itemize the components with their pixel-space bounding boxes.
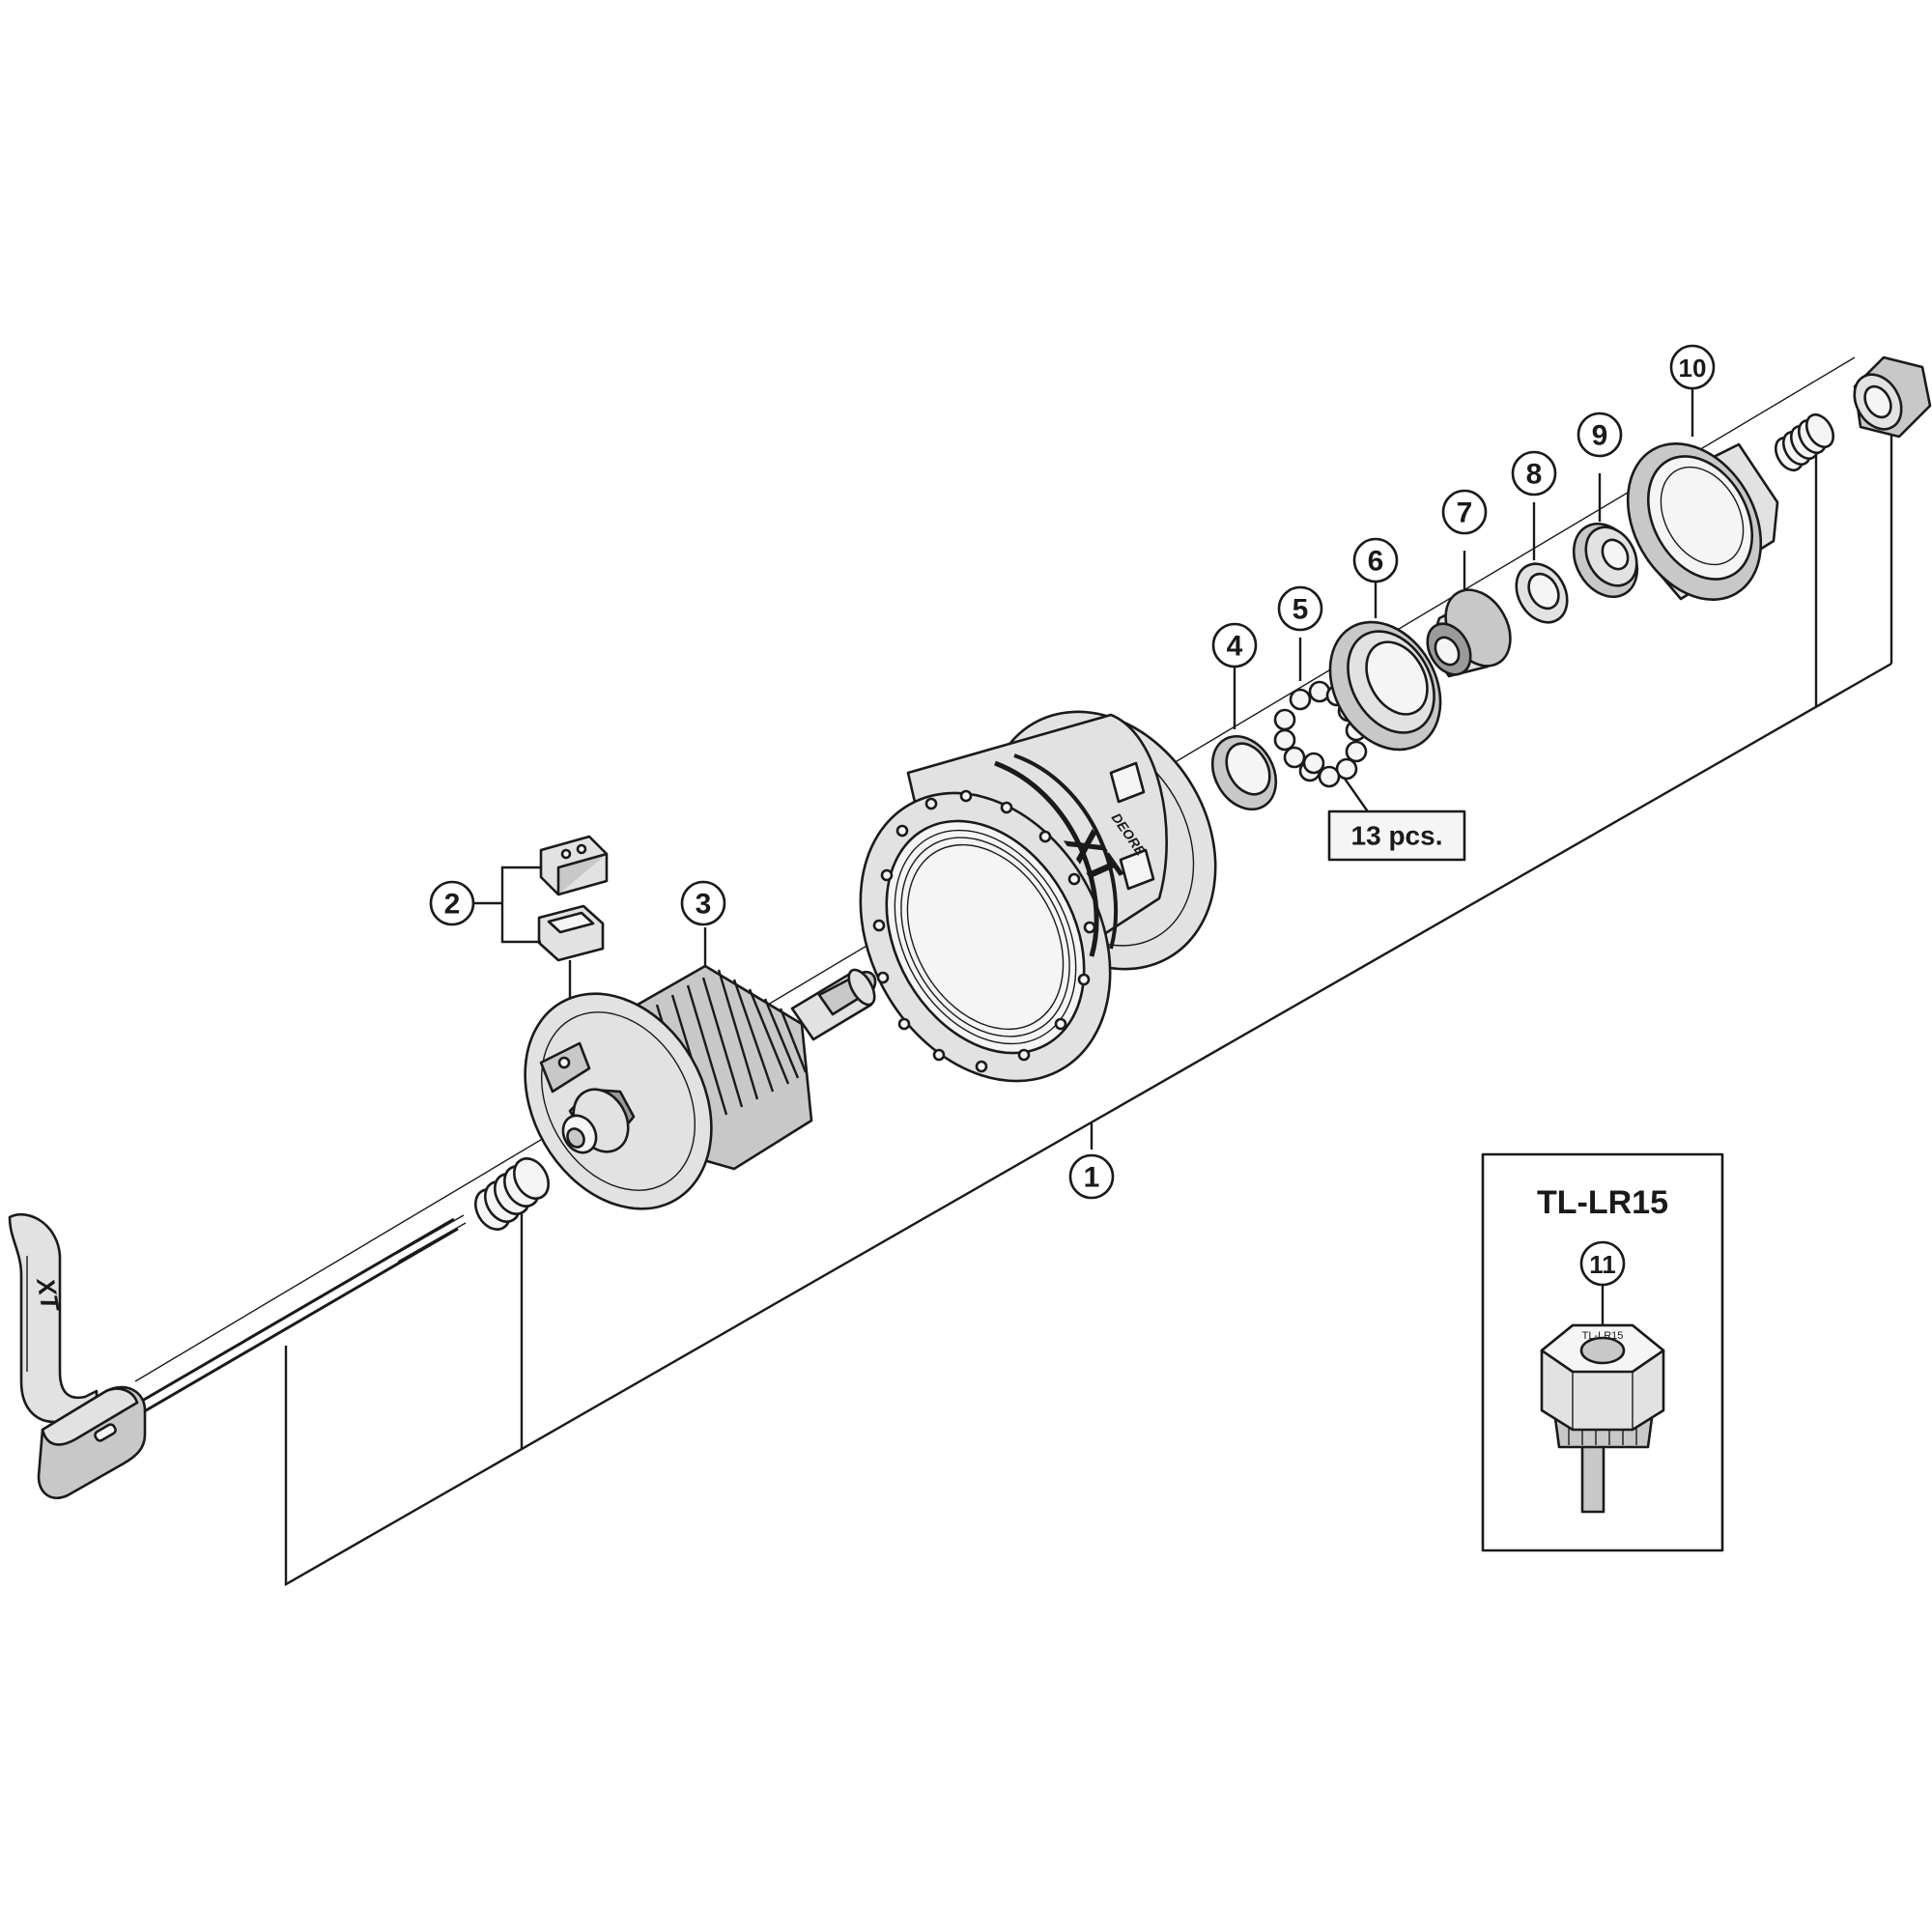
quick-release-skewer: XT — [8, 1212, 467, 1499]
callout-7: 7 — [1441, 489, 1488, 535]
svg-text:6: 6 — [1368, 546, 1384, 578]
callout-11: 11 — [1579, 1240, 1626, 1287]
lever-logo: XT — [31, 1274, 66, 1315]
callout-2: 2 — [429, 880, 475, 926]
part-10-end-cap — [1626, 386, 1779, 601]
callout-6: 6 — [1352, 537, 1399, 583]
assembly-bracket — [284, 417, 1893, 1587]
svg-text:2: 2 — [444, 889, 461, 921]
hub-flange-holes — [872, 789, 1096, 1073]
svg-text:11: 11 — [1589, 1250, 1616, 1279]
part-1-hub-shell: XT DEORE — [859, 710, 1217, 1083]
lockring-tool: TL-LR15 — [1540, 1323, 1665, 1514]
svg-text:8: 8 — [1526, 459, 1543, 491]
tool-engraving: TL-LR15 — [1582, 1330, 1624, 1342]
hub-shell-threads — [894, 829, 1077, 1045]
svg-text:9: 9 — [1592, 420, 1608, 452]
callout-1: 1 — [1068, 1153, 1115, 1200]
svg-text:3: 3 — [696, 889, 712, 921]
part-3-freehub — [524, 927, 877, 1210]
skewer-spring-left — [474, 1157, 550, 1231]
ball-count-box: 13 pcs. — [1327, 810, 1466, 862]
svg-text:10: 10 — [1679, 354, 1707, 383]
svg-text:5: 5 — [1293, 594, 1309, 626]
svg-text:7: 7 — [1457, 497, 1473, 529]
tool-box: TL-LR15 TL-LR15 — [1481, 1152, 1724, 1552]
part-8-washer — [1515, 502, 1569, 624]
tool-box-title: TL-LR15 — [1537, 1184, 1668, 1221]
skewer-adjusting-nut — [1853, 355, 1932, 439]
svg-text:1: 1 — [1084, 1162, 1100, 1194]
part-6-cup — [1328, 580, 1442, 752]
part-7-cone — [1426, 551, 1512, 678]
skewer-spring-right — [1774, 412, 1835, 472]
callout-4: 4 — [1211, 622, 1258, 668]
callout-5: 5 — [1277, 585, 1323, 632]
part-9-locknut — [1572, 473, 1639, 599]
callout-8: 8 — [1511, 450, 1557, 497]
callout-10: 10 — [1669, 344, 1716, 390]
callout-3: 3 — [680, 880, 726, 926]
part-4-seal — [1210, 667, 1278, 811]
skewer-thread — [395, 1214, 467, 1263]
callout-9: 9 — [1577, 412, 1623, 458]
ball-count-label: 13 pcs. — [1351, 821, 1443, 851]
svg-text:4: 4 — [1227, 631, 1243, 663]
